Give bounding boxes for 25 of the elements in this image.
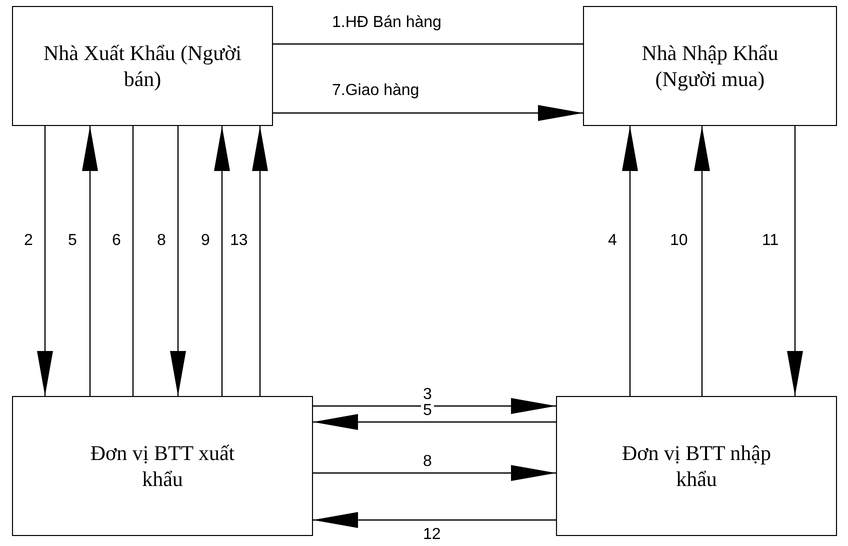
entity-name: Đơn vị BTT xuất khẩu xyxy=(89,440,236,492)
entity-box xyxy=(12,6,273,126)
edge-label: 7.Giao hàng xyxy=(330,82,422,100)
arrow xyxy=(313,398,556,414)
arrow xyxy=(787,126,803,396)
entity-box xyxy=(583,6,837,126)
arrow xyxy=(82,126,98,396)
entity-box xyxy=(556,396,837,536)
edge-label: 1.HĐ Bán hàng xyxy=(330,14,444,32)
arrow xyxy=(313,465,556,481)
arrow xyxy=(273,105,583,121)
arrow xyxy=(252,126,268,396)
entity-name: Nhà Nhập Khẩu (Người mua) xyxy=(640,40,780,92)
connector-line xyxy=(132,126,134,396)
arrow xyxy=(622,126,638,396)
arrow xyxy=(313,414,556,430)
entity-name: Đơn vị BTT nhập khẩu xyxy=(622,440,772,492)
arrow xyxy=(694,126,710,396)
entity-name: Nhà Xuất Khẩu (Người bán) xyxy=(42,40,242,92)
entity-box xyxy=(12,396,313,536)
arrow xyxy=(214,126,230,396)
arrow xyxy=(37,126,53,396)
arrow xyxy=(170,126,186,396)
arrow xyxy=(313,512,556,528)
connector-line xyxy=(273,43,583,45)
